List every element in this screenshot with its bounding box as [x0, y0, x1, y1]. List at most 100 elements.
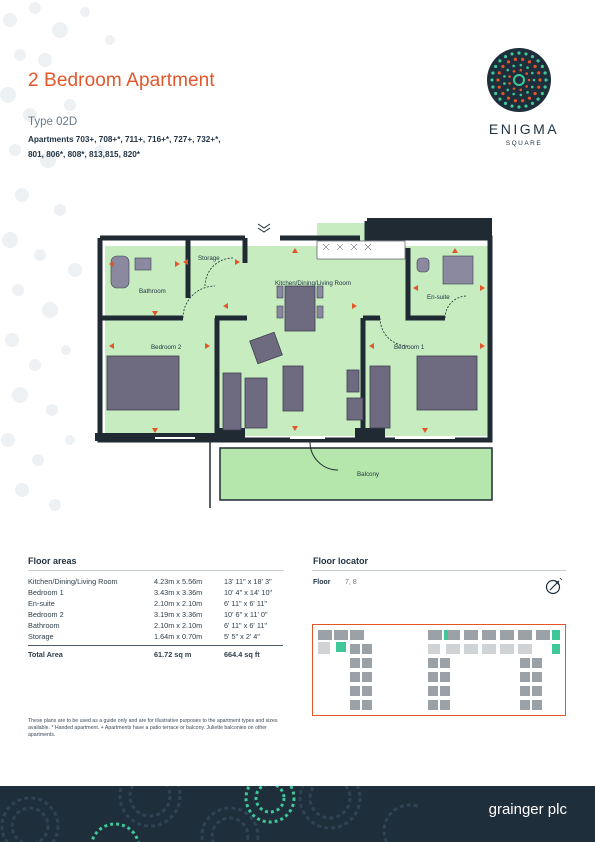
brand-sub: SQUARE	[505, 140, 543, 147]
logo-dot	[525, 72, 528, 75]
logo-dot	[519, 88, 523, 92]
floor-areas-rule	[28, 570, 284, 571]
background-pattern	[0, 2, 115, 511]
logo-dot	[524, 104, 528, 108]
logo-dot	[525, 85, 528, 88]
logo-dot	[503, 75, 506, 78]
logo-dot	[491, 85, 495, 89]
area-imperial: 664.4 sq ft	[224, 650, 260, 659]
total-divider	[28, 642, 283, 646]
area-imperial: 6' 11" x 6' 11"	[224, 599, 267, 608]
logo-dot	[513, 99, 517, 103]
logo-dot	[527, 96, 532, 100]
area-room: Storage	[28, 632, 54, 641]
floor-locator-map	[312, 624, 566, 716]
area-row: En-suite 2.10m x 2.10m 6' 11" x 6' 11"	[28, 598, 283, 609]
area-room: Total Area	[28, 650, 63, 659]
logo-dot	[519, 93, 523, 97]
logo-dot	[536, 59, 540, 63]
logo-dot	[526, 91, 529, 94]
label-bathroom: Bathroom	[139, 288, 166, 295]
floor-plan: Storage Bathroom Kitchen/Dining/Living R…	[95, 218, 493, 508]
enigma-logo-icon	[487, 48, 551, 112]
logo-dot	[521, 57, 525, 61]
apartment-numbers-line2: 801, 806*, 808*, 813,815, 820*	[28, 150, 140, 159]
floor-locator-title: Floor locator	[313, 556, 369, 566]
logo-dot	[530, 101, 535, 105]
logo-dot	[538, 78, 542, 82]
apartment-numbers-line1: Apartments 703+, 708+*, 711+, 716+*, 727…	[28, 135, 221, 144]
area-row: Storage 1.64m x 0.70m 5' 5" x 2' 4"	[28, 631, 283, 642]
area-imperial: 10' 4" x 14' 10"	[224, 588, 273, 597]
logo-dot	[517, 105, 521, 109]
logo-dot	[503, 82, 506, 85]
logo-dot	[508, 75, 511, 78]
footer-pattern	[0, 786, 420, 842]
floor-areas-title: Floor areas	[28, 556, 77, 566]
page-title: 2 Bedroom Apartment	[28, 70, 215, 91]
logo-dot	[513, 57, 517, 61]
logo-dot	[533, 91, 537, 96]
area-imperial: 10' 6" x 11' 0"	[224, 610, 268, 619]
floor-value: 7, 8	[345, 579, 357, 586]
logo-dot	[537, 71, 541, 75]
logo-dot	[491, 71, 495, 75]
logo-dot	[510, 52, 514, 56]
logo-dot	[506, 88, 510, 92]
logo-dot	[503, 55, 508, 59]
label-storage: Storage	[198, 255, 220, 262]
area-room: Kitchen/Dining/Living Room	[28, 577, 118, 586]
logo-dot	[506, 96, 511, 100]
logo-dot	[498, 59, 502, 63]
area-metric: 2.10m x 2.10m	[154, 621, 203, 630]
logo-dot	[530, 85, 534, 89]
area-metric: 1.64m x 0.70m	[154, 632, 203, 641]
logo-dot	[533, 64, 537, 69]
logo-dot	[503, 101, 508, 105]
label-kitchen: Kitchen/Dining/Living Room	[275, 280, 351, 287]
logo-dot	[519, 68, 523, 72]
apartment-numbers: Apartments 703+, 708+*, 711+, 716+*, 727…	[28, 132, 288, 162]
logo-dot	[506, 60, 511, 64]
logo-dot	[540, 91, 544, 96]
area-room: En-suite	[28, 599, 55, 608]
logo-dot	[494, 64, 498, 69]
logo-dot	[497, 71, 501, 75]
logo-dot	[536, 97, 540, 101]
logo-dot	[527, 60, 532, 64]
logo-dot	[506, 68, 510, 72]
area-room: Bathroom	[28, 621, 60, 630]
logo-dot	[512, 70, 516, 73]
logo-dot	[512, 87, 516, 90]
area-room: Bedroom 1	[28, 588, 64, 597]
balcony-area	[220, 448, 492, 500]
logo-dot	[517, 51, 521, 55]
logo-dot	[544, 78, 548, 82]
logo-dot	[521, 99, 525, 103]
brand-name: ENIGMA	[488, 121, 560, 137]
floor-label: Floor	[313, 579, 331, 586]
logo-dot	[543, 85, 547, 89]
label-ensuite: En-suite	[427, 294, 450, 301]
logo-dot	[496, 78, 500, 82]
area-imperial: 13' 11" x 18' 3"	[224, 577, 272, 586]
logo-dot	[512, 64, 515, 68]
area-metric: 2.10m x 2.10m	[154, 599, 203, 608]
logo-dot	[494, 91, 498, 96]
area-metric: 3.19m x 3.36m	[154, 610, 203, 619]
logo-dot	[501, 64, 505, 69]
area-imperial: 5' 5" x 2' 4"	[224, 632, 260, 641]
logo-dot	[519, 63, 523, 67]
footer-brand: grainger plc	[488, 801, 567, 818]
logo-dot	[526, 66, 529, 69]
logo-dot	[540, 64, 544, 69]
footer: grainger plc	[0, 786, 595, 842]
label-bedroom1: Bedroom 1	[394, 344, 425, 351]
logo-dot	[527, 78, 531, 82]
logo-dot	[537, 85, 541, 89]
